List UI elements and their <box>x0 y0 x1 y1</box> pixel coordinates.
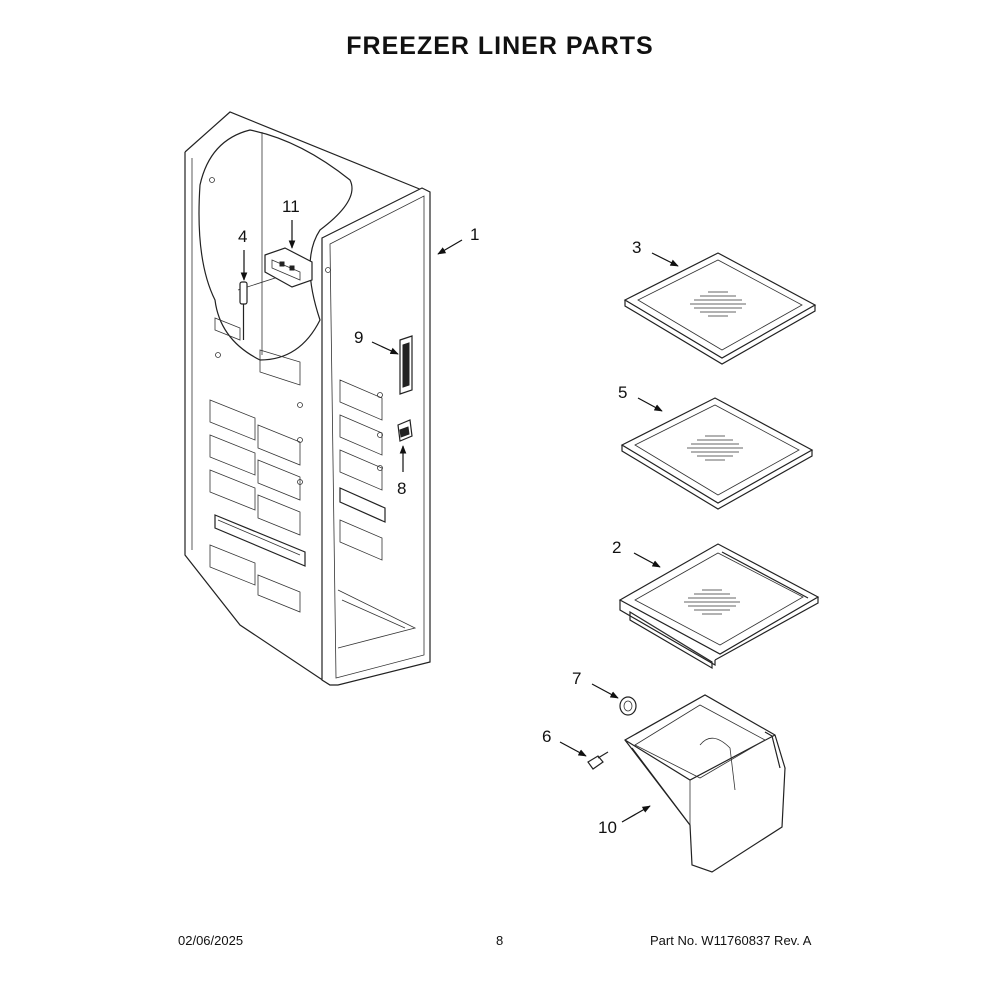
callout-7: 7 <box>572 669 581 688</box>
page-title: FREEZER LINER PARTS <box>346 32 654 60</box>
callout-5: 5 <box>618 383 627 402</box>
part-10-bin <box>624 694 786 873</box>
part-11-bracket <box>264 247 313 288</box>
callout-4: 4 <box>238 227 247 246</box>
callout-2: 2 <box>612 538 621 557</box>
part-4-sensor <box>239 281 248 340</box>
callout-3: 3 <box>632 238 641 257</box>
part-9-light-lens <box>399 335 413 395</box>
part-3-glass-shelf <box>623 252 817 365</box>
footer-date: 02/06/2025 <box>178 933 244 948</box>
part-7-roller <box>619 696 637 716</box>
part-2-framed-shelf <box>618 543 820 670</box>
footer-part-number: Part No. W11760837 Rev. A <box>650 933 812 948</box>
callout-9: 9 <box>354 328 363 347</box>
callout-6: 6 <box>542 727 551 746</box>
callout-1: 1 <box>470 225 479 244</box>
callout-11: 11 <box>282 197 300 216</box>
callout-10: 10 <box>598 818 617 837</box>
callout-arrows <box>240 220 679 823</box>
callout-8: 8 <box>397 479 406 498</box>
part-5-glass-shelf <box>620 397 814 510</box>
part-8-switch <box>397 419 413 442</box>
footer-page-number: 8 <box>496 933 504 948</box>
freezer-liner <box>184 111 431 686</box>
part-6-screw <box>587 751 609 770</box>
